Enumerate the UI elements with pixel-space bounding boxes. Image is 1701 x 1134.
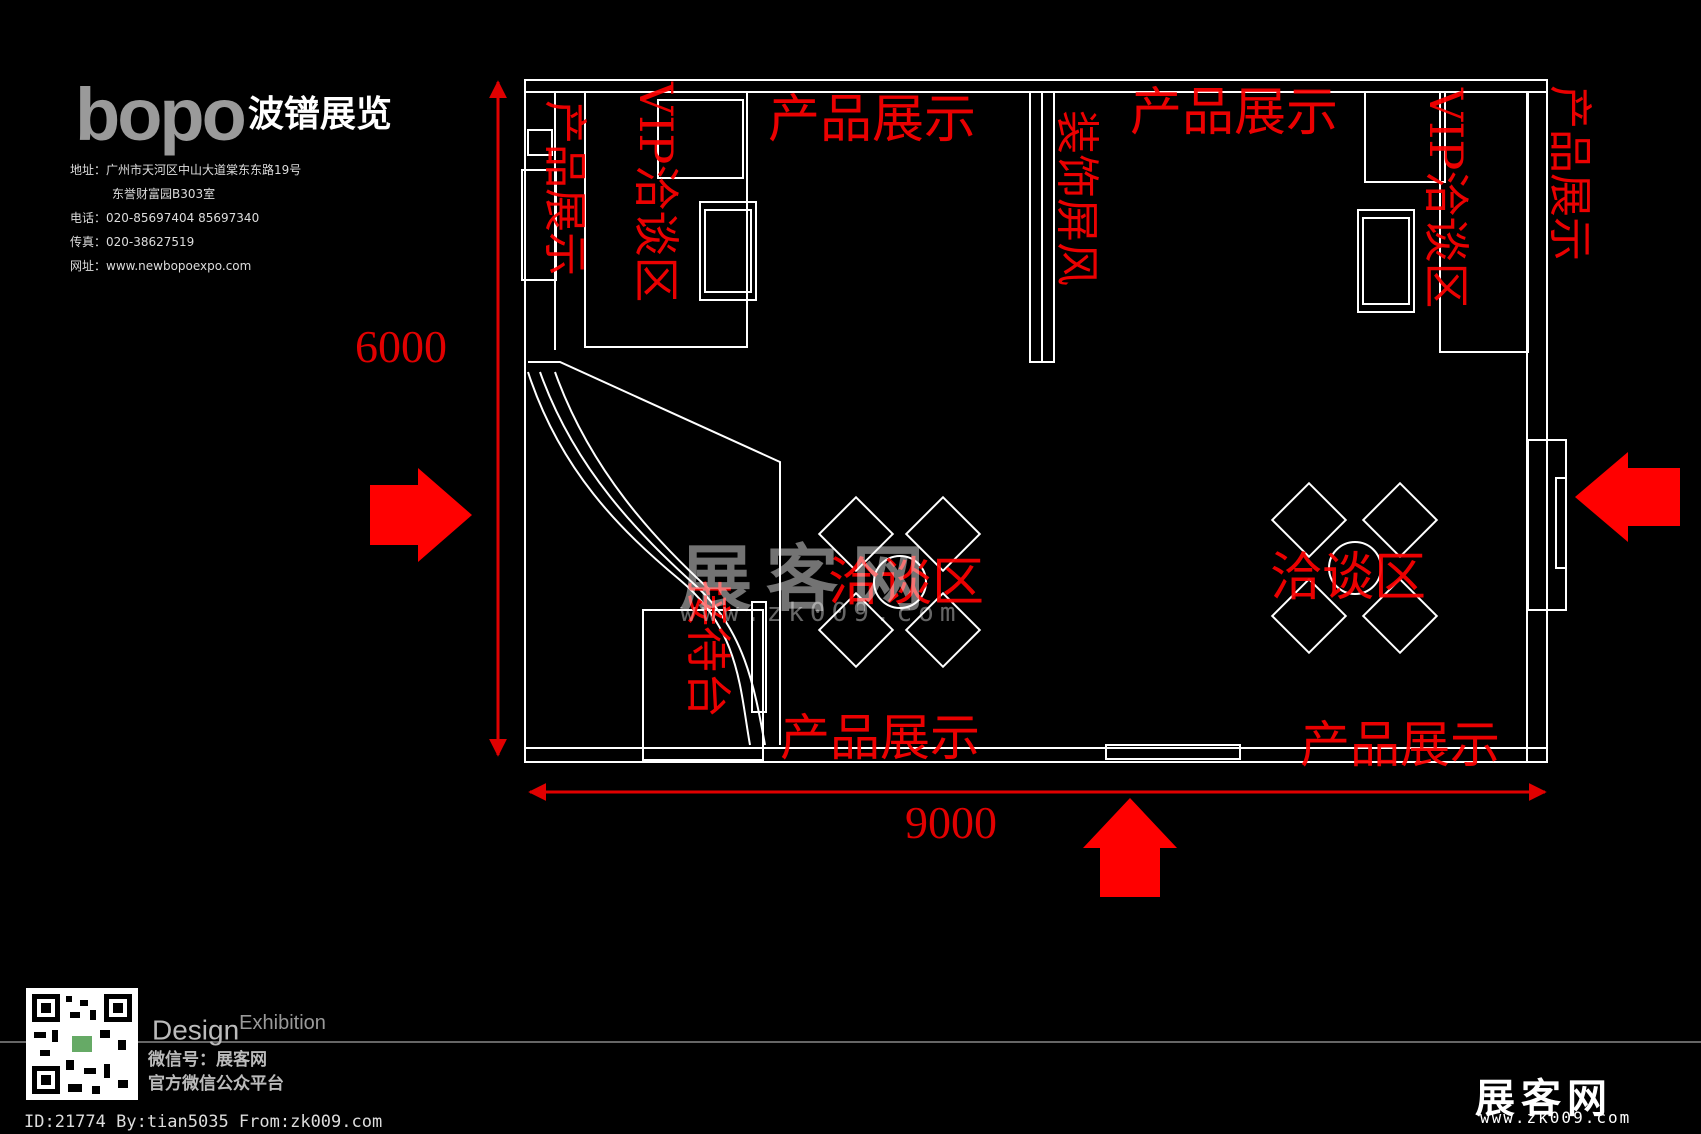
label-talk-center: 洽谈区 [828,553,984,613]
talk-area-center [817,495,982,669]
qr-code [26,988,138,1100]
corner-watermark: 展客网 [1475,1075,1613,1122]
address-line-1: 地址：广州市天河区中山大道棠东东路19号 [70,163,302,177]
center-watermark: 展客网 [680,536,939,621]
label-vip-right: VIP洽谈区 [1419,87,1473,308]
logo-wordmark: bopo [75,73,247,156]
label-reception: 接待台 [681,580,735,718]
bottom-fixtures [1105,439,1567,760]
contact-info: 地址：广州市天河区中山大道棠东东路19号 东誉财富园B303室 电话：020-8… [70,158,301,278]
footer-design: DesignExhibition [152,1012,326,1046]
label-talk-right: 洽谈区 [1270,548,1426,608]
logo-chinese: 波镨展览 [247,93,392,134]
vip-area-right [1357,91,1529,353]
vip-area-left [521,91,757,348]
fax-line: 传真：020-38627519 [70,235,195,249]
label-product-top-2: 产品展示 [1130,83,1338,143]
wechat-id: 微信号：展客网 [148,1050,267,1070]
label-vip-left: VIP洽谈区 [629,81,683,302]
entrance-arrow-bottom [1083,798,1177,897]
design-text: Design [152,1014,240,1046]
wechat-platform: 官方微信公众平台 [148,1074,284,1094]
decor-screen [1029,91,1055,363]
exhibition-text: Exhibition [239,1012,326,1034]
label-product-top-1: 产品展示 [768,90,976,150]
id-line: ID:21774 By:tian5035 From:zk009.com [24,1112,383,1132]
label-decor-screen: 装饰屏风 [1051,110,1102,286]
center-watermark-url: www.zk009.com [680,598,962,628]
web-line: 网址：www.newbopoexpo.com [70,259,252,273]
entrance-arrow-right [1575,452,1680,542]
reception-counter [527,361,781,761]
label-product-right: 产品展示 [1544,85,1595,261]
phone-line: 电话：020-85697404 85697340 [70,211,260,225]
talk-area-right [1270,481,1439,655]
label-product-left: 产品展示 [539,100,590,276]
entrance-arrow-left [370,468,472,562]
wechat-info: 微信号：展客网 官方微信公众平台 [148,1048,284,1096]
width-dimension: 9000 [905,797,997,848]
height-dimension: 6000 [355,321,447,372]
label-product-bottom-1: 产品展示 [780,709,980,767]
address-line-2: 东誉财富园B303室 [112,187,216,201]
label-product-bottom-2: 产品展示 [1300,716,1500,774]
corner-watermark-url: www.zk009.com [1480,1108,1632,1127]
